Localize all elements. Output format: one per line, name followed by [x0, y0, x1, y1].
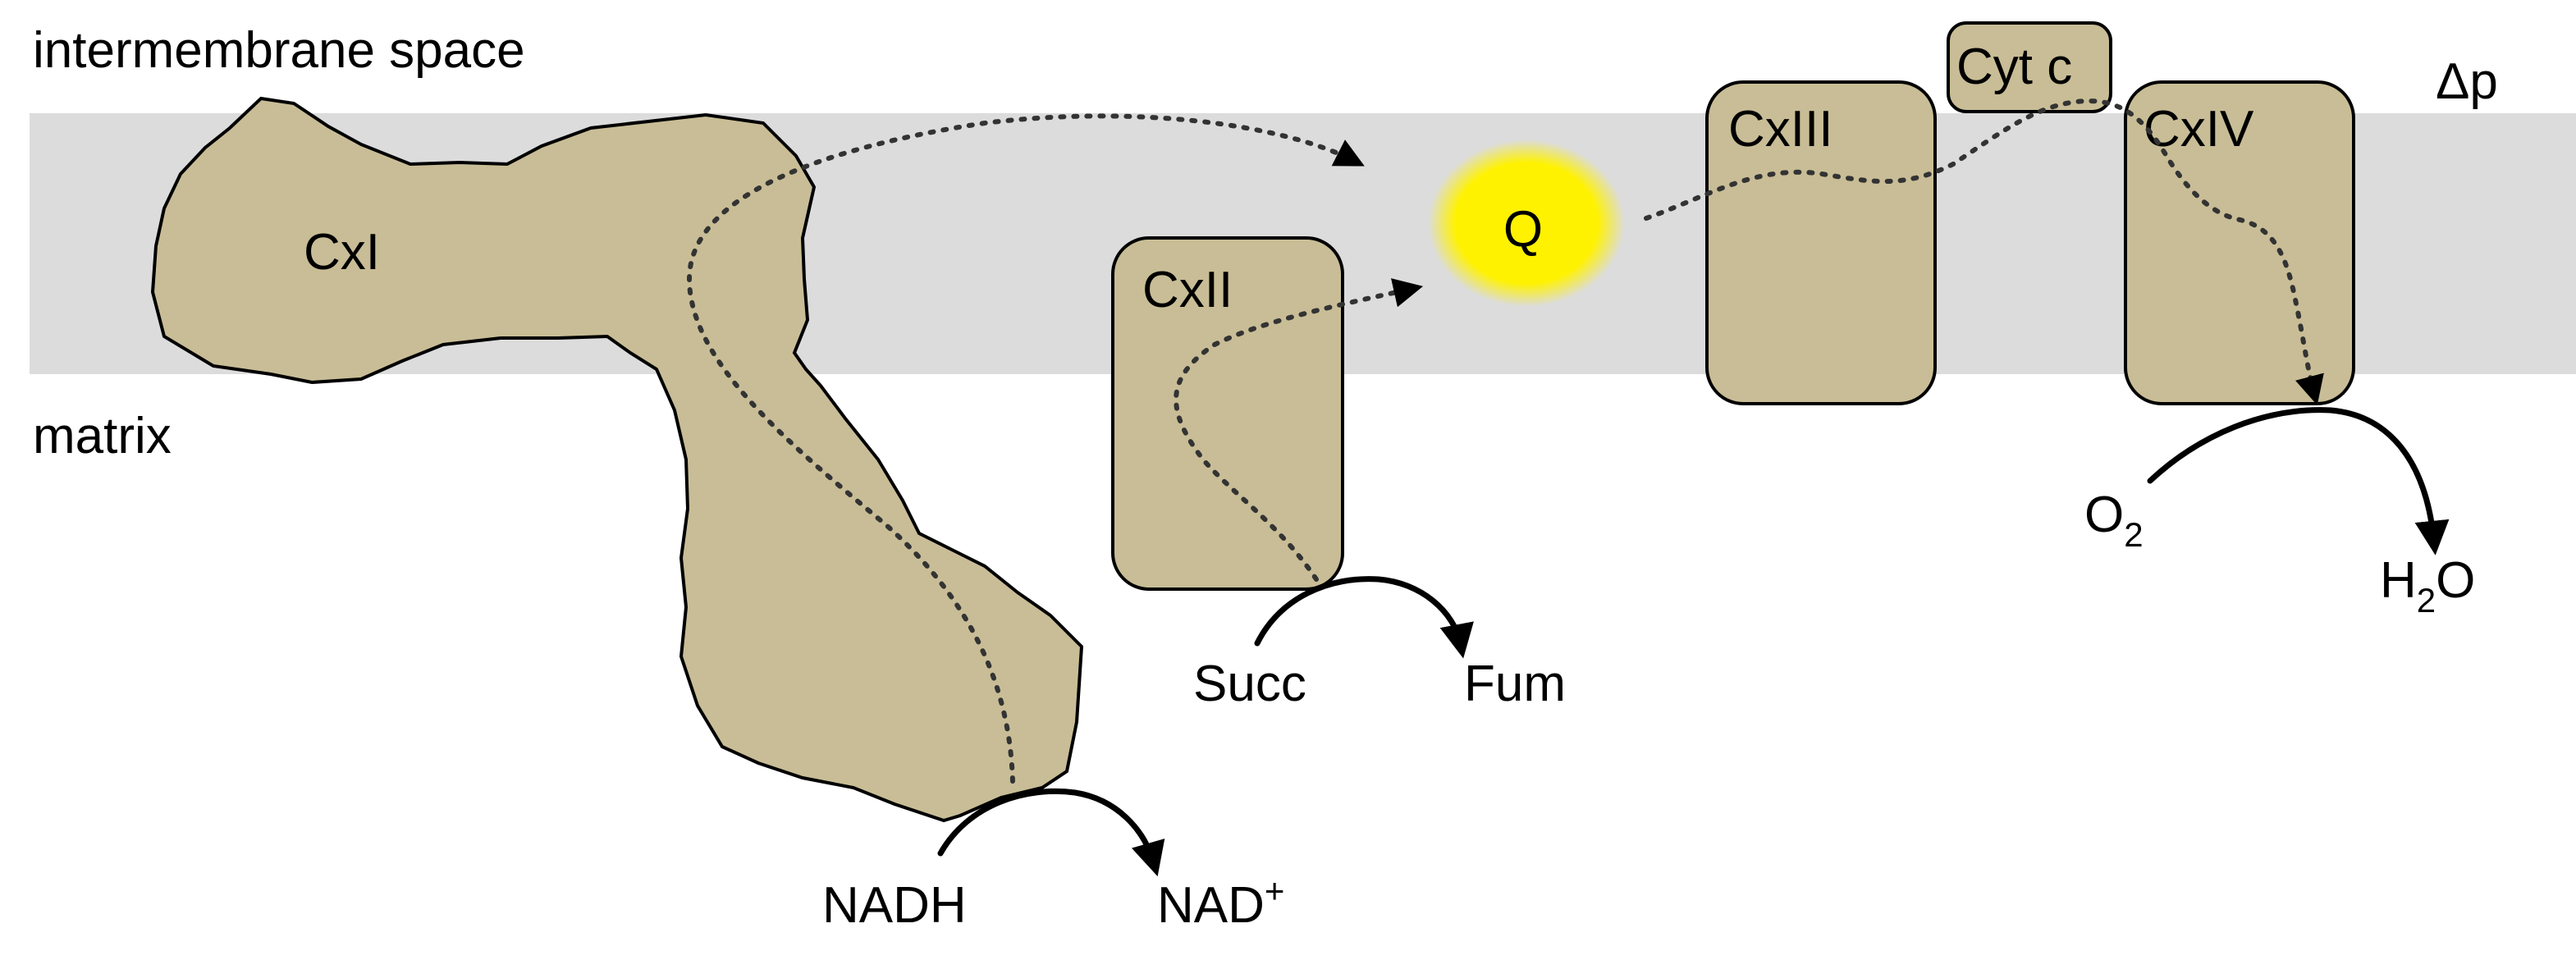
intermembrane-space-label: intermembrane space — [33, 22, 525, 79]
electron-path-complex-i — [686, 113, 1365, 784]
water-subscript: 2 — [2417, 581, 2436, 619]
complex-iii-box — [1705, 80, 1937, 405]
water-label: H2O — [2380, 552, 2475, 619]
cytochrome-c-label: Cyt c — [1956, 39, 2072, 95]
water-o: O — [2436, 552, 2475, 609]
nad-label: NAD+ — [1157, 871, 1284, 934]
nadh-reaction-arrow — [937, 788, 1165, 877]
oxygen-o: O — [2084, 487, 2124, 543]
electron-path-q-to-iv — [1644, 98, 2324, 405]
electron-path-complex-ii — [1174, 278, 1424, 582]
succinate-label: Succ — [1193, 656, 1306, 712]
oxygen-label: O2 — [2084, 487, 2144, 554]
complex-ii-box — [1111, 236, 1344, 591]
water-h: H — [2380, 552, 2417, 609]
delta-p-label: Δp — [2436, 53, 2498, 110]
nad-text: NAD — [1157, 877, 1265, 934]
quinone-glow — [1428, 139, 1625, 307]
nad-plus-superscript: + — [1265, 871, 1285, 910]
complex-i-label: CxI — [304, 224, 380, 281]
complex-iii-label: CxIII — [1728, 101, 1832, 158]
oxygen-reaction-arrow — [2147, 407, 2450, 555]
matrix-label: matrix — [33, 408, 172, 464]
oxygen-subscript: 2 — [2124, 515, 2143, 554]
fumarate-label: Fum — [1464, 656, 1566, 712]
complex-iv-label: CxIV — [2144, 101, 2254, 158]
nadh-label: NADH — [822, 877, 967, 934]
complex-ii-label: CxII — [1142, 262, 1233, 318]
succinate-reaction-arrow — [1254, 576, 1474, 659]
complex-i-shape — [150, 96, 1084, 823]
complex-iv-box — [2124, 80, 2355, 405]
cytochrome-c-box — [1947, 21, 2112, 113]
quinone-label: Q — [1503, 201, 1543, 258]
